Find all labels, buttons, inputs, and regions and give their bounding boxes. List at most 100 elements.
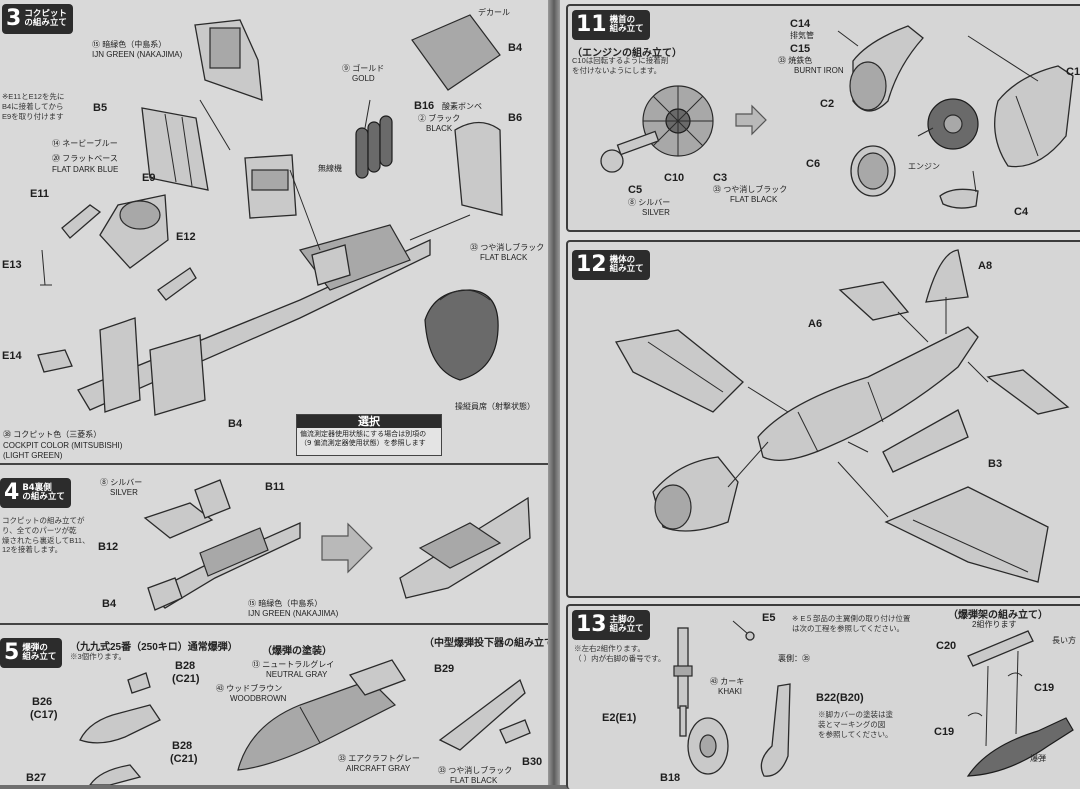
step13-number: 13: [576, 612, 607, 637]
bomb-rack-sub: 2組作ります: [972, 620, 1017, 629]
step11-drawing: [600, 25, 1074, 209]
part-a8: A8: [978, 260, 993, 272]
step5-paint-heading: （爆弾の塗装）: [262, 646, 332, 657]
part-b28-bottom: B28: [172, 740, 193, 752]
step3-flat-black-en: FLAT BLACK: [480, 253, 528, 262]
back-side-label: 裏側：㉟: [778, 654, 810, 663]
step5-bomb-heading: （九九式25番（250キロ）通常爆弾）: [70, 642, 238, 653]
long-side-label: 長い方: [1052, 636, 1076, 645]
part-b28-top: B28: [175, 660, 196, 672]
step3-ijn-green-en: IJN GREEN (NAKAJIMA): [92, 50, 183, 59]
step3-ijn-green-label: ⑮ 暗緑色（中島系）: [92, 40, 167, 49]
step4-number: 4: [4, 480, 20, 505]
radio-label: 無線機: [318, 164, 342, 173]
part-b4-top: B4: [508, 42, 523, 54]
part-b12: B12: [98, 541, 119, 553]
step11-silver-en: SILVER: [642, 208, 670, 217]
part-e11: E11: [30, 188, 49, 200]
step11-badge: 11 機首の 組み立て: [572, 10, 650, 40]
part-b11: B11: [265, 481, 285, 493]
step3-number: 3: [6, 6, 22, 31]
part-c3: C3: [713, 172, 728, 184]
step13-title: 主脚の 組み立て: [609, 614, 644, 634]
step3-flat-base-label: ⑳ フラットベース: [52, 154, 118, 163]
step13-panel: 13 主脚の 組み立て ※左右2組作ります。 （ ）内が右脚の番号です。: [566, 604, 1080, 789]
step3-black-label: ② ブラック: [418, 114, 461, 123]
part-b3: B3: [988, 458, 1003, 470]
part-b22: B22(B20): [816, 692, 864, 704]
step3-flat-dark-blue-label: FLAT DARK BLUE: [52, 165, 119, 174]
woodbrown-label: ㊸ ウッドブラウン: [216, 684, 283, 693]
part-b6: B6: [508, 112, 523, 124]
step3-cockpit-color-label: ㊳ コクピット色（三菱系）: [3, 430, 102, 439]
step3-flat-black-label: ㉝ つや消しブラック: [470, 243, 545, 252]
part-e12: E12: [176, 231, 196, 243]
step5-bomb-note: ※3個作ります。: [70, 652, 126, 661]
part-c1: C1: [1066, 66, 1080, 78]
neutral-gray-en: NEUTRAL GRAY: [266, 670, 328, 679]
part-b4: B4: [228, 418, 243, 430]
step4-silver-en: SILVER: [110, 488, 138, 497]
step4-silver-label: ⑧ シルバー: [100, 478, 143, 487]
step13-badge: 13 主脚の 組み立て: [572, 610, 650, 640]
khaki-label: ㊸ カーキ: [710, 677, 745, 686]
step12-drawing: [614, 249, 1070, 583]
step3-navy-blue-label: ⑭ ネービーブルー: [52, 139, 118, 148]
gunner-seat-label: 操縦員席（射撃状態）: [455, 402, 535, 411]
right-page: 11 機首の 組み立て （エンジンの組み立て） C10は回転するように接着剤 を…: [560, 0, 1080, 789]
step3-badge: 3 コクピット の組み立て: [2, 4, 73, 34]
step5-drawing: [79, 659, 531, 785]
step3-gold-en: GOLD: [352, 74, 375, 83]
part-c15: C15: [790, 43, 811, 55]
part-b30: B30: [522, 756, 543, 768]
woodbrown-en: WOODBROWN: [230, 694, 287, 703]
part-c10: C10: [664, 172, 685, 184]
step5-rack-heading: （中型爆弾投下器の組み立て）: [424, 638, 564, 649]
part-c4: C4: [1014, 206, 1029, 218]
step11-title: 機首の 組み立て: [609, 14, 644, 34]
step3-gold-label: ⑨ ゴールド: [342, 64, 385, 73]
step5-number: 5: [4, 640, 20, 665]
part-c21-bottom: (C21): [170, 753, 198, 765]
step11-flat-black-label: ㉝ つや消しブラック: [713, 185, 788, 194]
part-e9: E9: [142, 172, 156, 184]
bomb-rack-heading: （爆弾架の組み立て）: [948, 610, 1048, 621]
step12-title: 機体の 組み立て: [609, 254, 644, 274]
step11-number: 11: [576, 12, 607, 37]
burnt-iron-label: ㉝ 焼鉄色: [778, 56, 813, 65]
part-c5: C5: [628, 184, 643, 196]
part-b4-step4: B4: [102, 598, 117, 610]
part-e5: E5: [762, 612, 776, 624]
step13-note: ※左右2組作ります。 （ ）内が右脚の番号です。: [574, 644, 666, 663]
step4-ijn-green-label: ⑮ 暗緑色（中島系）: [248, 599, 323, 608]
step4-note: コクピットの組み立てが り、全てのパーツが乾 燥されたら裏返してB11、 12を…: [2, 516, 90, 555]
aircraft-gray-label: ㉝ エアクラフトグレー: [338, 754, 420, 763]
part-c19-left: C19: [934, 726, 955, 738]
oxygen-bottle-label: 酸素ボンベ: [442, 102, 482, 111]
step5-flat-black-label: ㉝ つや消しブラック: [438, 766, 513, 775]
step5-flat-black-en: FLAT BLACK: [450, 776, 498, 785]
step4-ijn-green-en: IJN GREEN (NAKAJIMA): [248, 609, 339, 618]
step11-note: C10は回転するように接着剤 を付けないようにします。: [572, 56, 669, 75]
step12-badge: 12 機体の 組み立て: [572, 250, 650, 280]
option-select-box: 選択 偏流測定器使用状態にする場合は別項の （9 偏流測定器使用状態）を参照しま…: [296, 414, 442, 456]
part-b29: B29: [434, 663, 455, 675]
burnt-iron-en: BURNT IRON: [794, 66, 844, 75]
step12-number: 12: [576, 252, 607, 277]
bomb-label: 爆弾: [1030, 754, 1046, 763]
step4-title: B4裏側 の組み立て: [22, 482, 65, 502]
step4-badge: 4 B4裏側 の組み立て: [0, 478, 71, 508]
part-e13: E13: [2, 259, 22, 271]
page-gutter: [548, 0, 560, 785]
khaki-en: KHAKI: [718, 687, 743, 696]
step3-title: コクピット の組み立て: [24, 8, 67, 28]
step11-silver-label: ⑧ シルバー: [628, 198, 671, 207]
part-c17: (C17): [30, 709, 58, 721]
left-page: 3 コクピット の組み立て ※E11とE12を先に B4に接着してから E9を取…: [0, 0, 564, 785]
part-a6: A6: [808, 318, 823, 330]
divider-4-5: [0, 623, 548, 625]
step4-drawing: [143, 479, 531, 611]
step5-badge: 5 爆弾の 組み立て: [0, 638, 63, 668]
step3-note: ※E11とE12を先に B4に接着してから E9を取り付けます: [2, 92, 65, 121]
